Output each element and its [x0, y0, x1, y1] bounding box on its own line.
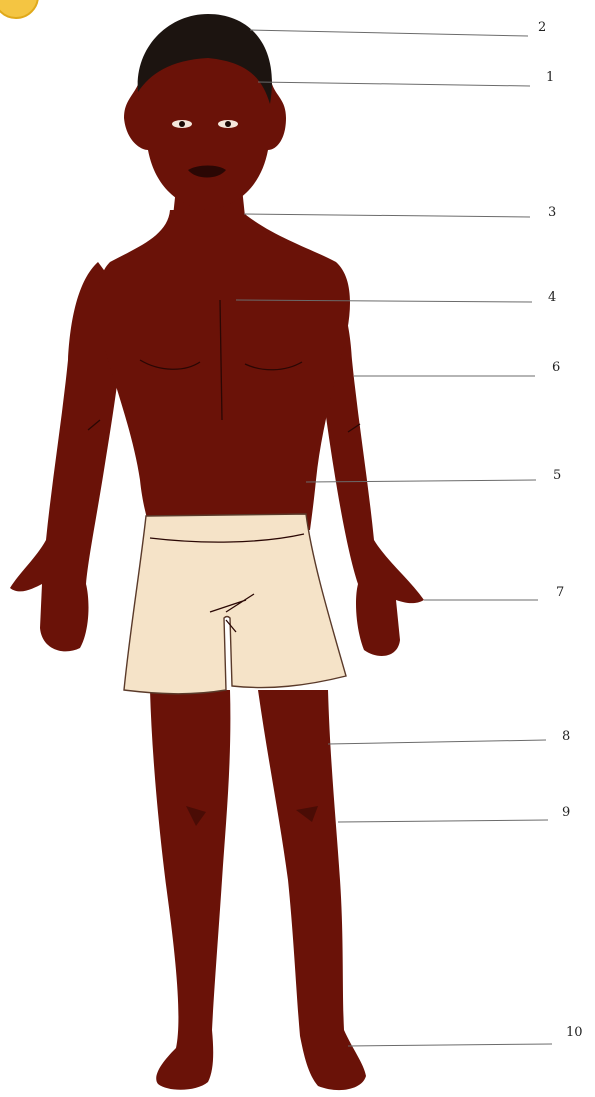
callout-number: 5	[553, 468, 561, 483]
callout-10: 10	[348, 1025, 583, 1046]
callout-number: 10	[566, 1025, 583, 1040]
corner-badge	[0, 0, 38, 18]
callout-8: 8	[328, 729, 570, 744]
callout-number: 4	[548, 290, 556, 305]
callout-number: 3	[548, 205, 556, 220]
callout-number: 8	[562, 729, 570, 744]
callout-9: 9	[338, 805, 570, 822]
callout-7: 7	[424, 585, 564, 600]
callout-1: 1	[258, 70, 554, 86]
callout-number: 7	[556, 585, 564, 600]
left-leg	[150, 690, 230, 1090]
callout-number: 2	[538, 20, 546, 35]
callout-6: 6	[354, 360, 560, 376]
callout-2: 2	[250, 20, 546, 36]
callout-number: 1	[546, 70, 554, 85]
right-leg	[258, 690, 366, 1090]
callout-3: 3	[244, 205, 556, 220]
child-figure	[10, 14, 424, 1090]
callout-number: 6	[552, 360, 560, 375]
callout-number: 9	[562, 805, 570, 820]
